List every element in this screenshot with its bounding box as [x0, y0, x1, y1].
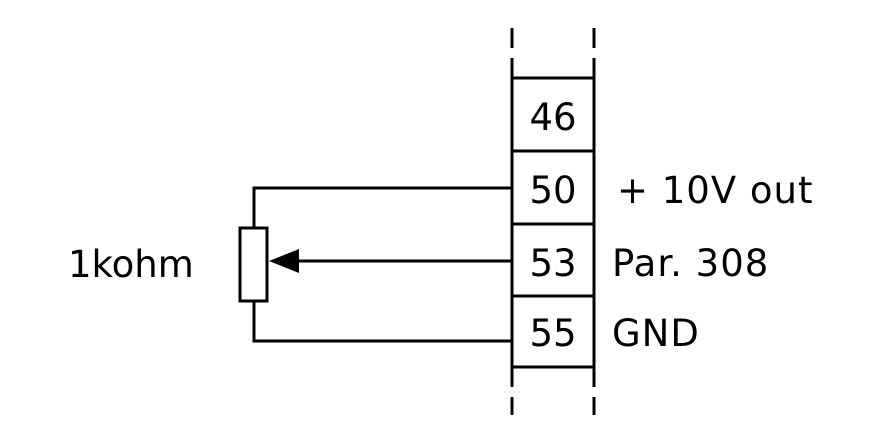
wiper-arrow-icon: [269, 249, 299, 273]
terminal-55-label: GND: [612, 312, 700, 355]
terminal-50-number: 50: [529, 169, 576, 212]
terminal-53-number: 53: [529, 242, 576, 285]
terminal-strip: [510, 76, 596, 369]
resistor-label: 1kohm: [68, 243, 194, 286]
wire-terminal-55: [252, 301, 512, 343]
terminal-50-label: + 10V out: [617, 169, 814, 212]
potentiometer: [238, 226, 269, 303]
terminal-53-label: Par. 308: [612, 242, 769, 285]
wire-terminal-50: [252, 186, 512, 228]
terminal-55-number: 55: [529, 312, 576, 355]
terminal-strip-bottom-break: [510, 367, 596, 415]
terminal-46-number: 46: [529, 96, 576, 139]
terminal-strip-top-break: [510, 28, 596, 78]
